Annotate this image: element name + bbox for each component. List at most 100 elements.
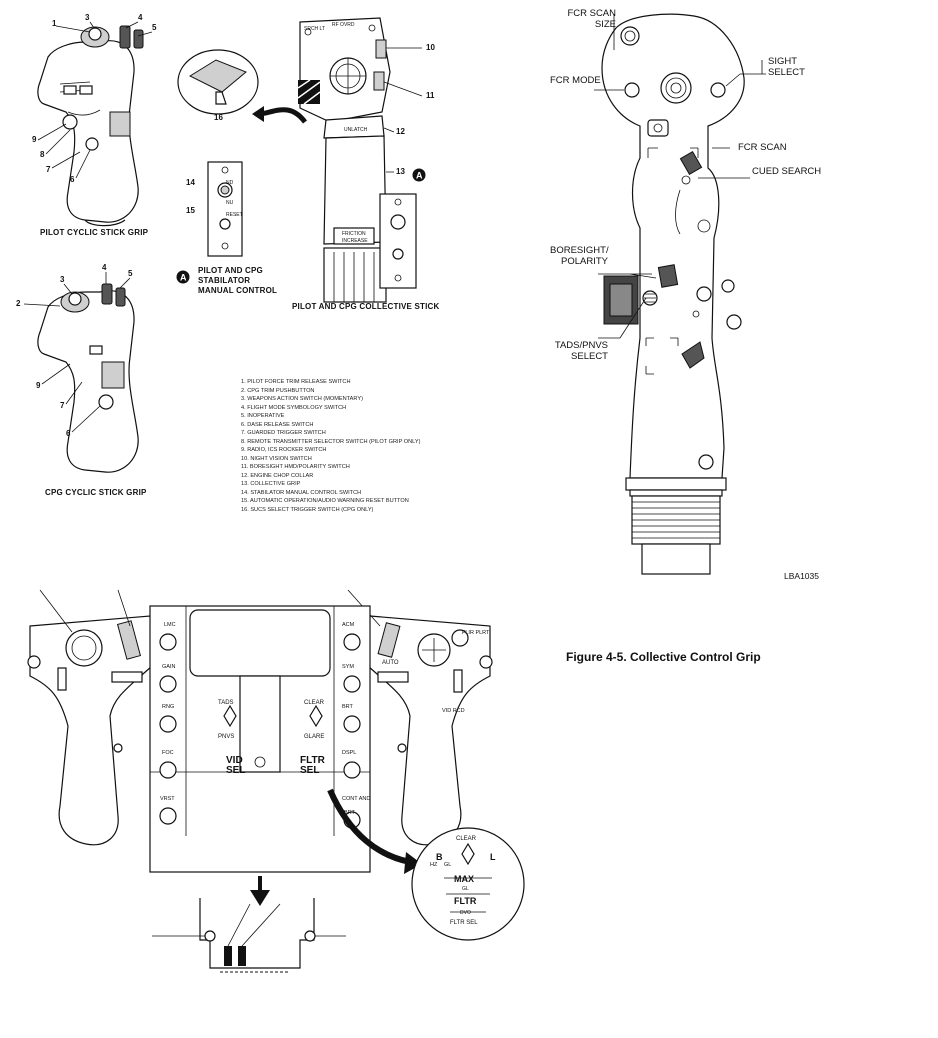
- svg-text:10: 10: [426, 43, 435, 52]
- vid-sel-label: VID SEL: [226, 755, 246, 776]
- pilot-cyclic-caption: PILOT CYCLIC STICK GRIP: [40, 228, 149, 237]
- collective-stab-panel-drawing: [379, 193, 417, 289]
- legend-item: 9. RADIO, ICS ROCKER SWITCH: [241, 447, 327, 453]
- callout-14: 14: [186, 178, 195, 187]
- legend-item: 3. WEAPONS ACTION SWITCH (MOMENTARY): [241, 396, 363, 402]
- brt-label: BRT: [342, 704, 353, 710]
- svg-text:13: 13: [396, 167, 405, 176]
- sym-label: SYM: [342, 664, 354, 670]
- inset-clear-label: CLEAR: [456, 836, 477, 842]
- foc-label: FOC: [162, 750, 174, 756]
- inset-gl-label: GL: [444, 862, 452, 868]
- pnvs-label: PNVS: [218, 734, 235, 740]
- inset-b-label: B: [436, 852, 443, 862]
- lmc-label: LMC: [164, 622, 176, 628]
- cpg-cyclic-caption: CPG CYCLIC STICK GRIP: [45, 488, 147, 497]
- friction-label: FRICTION: [342, 231, 366, 237]
- legend-item: 14. STABILATOR MANUAL CONTROL SWITCH: [241, 489, 362, 496]
- brt-label-2: BRT: [344, 810, 355, 816]
- legend-item: 5. INOPERATIVE: [241, 413, 285, 419]
- boresight-polarity-label: BORESIGHT/ POLARITY: [550, 245, 609, 267]
- svg-text:4: 4: [138, 13, 143, 22]
- cont-and-label: CONT AND: [342, 796, 371, 802]
- svg-text:4: 4: [102, 263, 107, 272]
- sight-select-label: SIGHT SELECT: [768, 56, 805, 78]
- dspl-label: DSPL: [342, 750, 357, 756]
- stab-nd-label: ND: [226, 180, 234, 186]
- gain-label: GAIN: [162, 664, 176, 670]
- legend-item: 13. COLLECTIVE GRIP: [241, 481, 301, 487]
- tads-pnvs-select-label: TADS/PNVS SELECT: [554, 340, 608, 362]
- collective-stick-caption: PILOT AND CPG COLLECTIVE STICK: [292, 302, 440, 311]
- svg-text:9: 9: [36, 381, 41, 390]
- legend-item: 4. FLIGHT MODE SYMBOLOGY SWITCH: [241, 404, 347, 411]
- inset-fltr-sel-label: FLTR SEL: [450, 920, 478, 926]
- svg-text:6: 6: [66, 429, 71, 438]
- collective-control-grip-drawing: [594, 13, 766, 575]
- inset-max-sub-label: GL: [462, 886, 469, 892]
- svg-text:1: 1: [52, 19, 57, 28]
- legend-item: 11. BORESIGHT HMD/POLARITY SWITCH: [241, 464, 350, 470]
- svg-text:7: 7: [46, 165, 51, 174]
- legend-item: 10. NIGHT VISION SWITCH: [241, 455, 312, 462]
- legend-item: 6. DASE RELEASE SWITCH: [241, 421, 314, 428]
- svg-text:3: 3: [85, 13, 90, 22]
- unlatch-label: UNLATCH: [344, 127, 368, 133]
- acm-label: ACM: [342, 622, 355, 628]
- fcr-scan-size-label: FCR SCAN SIZE: [567, 8, 616, 30]
- legend-item: 7. GUARDED TRIGGER SWITCH: [241, 430, 326, 436]
- stab-caption-3: MANUAL CONTROL: [198, 286, 278, 295]
- vrst-label: VRST: [160, 796, 175, 802]
- svg-text:5: 5: [128, 269, 133, 278]
- svg-text:8: 8: [40, 150, 45, 159]
- fltr-sel-label: FLTR SEL: [300, 755, 325, 776]
- collective-head-drawing: SRCH LT RF OVRD UNLATCH FRICTION INCREAS…: [297, 17, 435, 303]
- svg-text:16: 16: [214, 113, 223, 122]
- fcr-scan-label: FCR SCAN: [738, 142, 787, 153]
- left-column-switches: [159, 633, 177, 825]
- legend-item: 12. ENGINE CHOP COLLAR: [241, 472, 314, 479]
- vid-rcd-label: VID RCD: [442, 708, 465, 714]
- increase-label: INCREASE: [342, 238, 368, 244]
- stab-nu-label: NU: [226, 200, 234, 206]
- curved-arrow-to-zoom: [252, 106, 307, 124]
- svg-text:9: 9: [32, 135, 37, 144]
- svg-text:3: 3: [60, 275, 65, 284]
- svg-text:RF OVRD: RF OVRD: [332, 22, 355, 28]
- ref-code-label: LBA1035: [784, 571, 819, 581]
- tads-label: TADS: [218, 700, 234, 706]
- inset-l-label: L: [490, 852, 496, 862]
- cpg-cyclic-grip-drawing: 3 4 5 2 9 7 6: [16, 263, 139, 473]
- stab-caption-1: PILOT AND CPG: [198, 266, 263, 275]
- legend-item: 15. AUTOMATIC OPERATION/AUDIO WARNING RE…: [241, 498, 409, 504]
- marker-a-icon: A: [176, 270, 190, 284]
- figure-title: Figure 4-5. Collective Control Grip: [566, 650, 761, 664]
- sucs-trigger-zoom: 16: [177, 49, 259, 122]
- filter-select-zoom-inset: [411, 827, 525, 941]
- rng-label: RNG: [162, 704, 175, 710]
- fcr-mode-label: FCR MODE: [550, 75, 601, 86]
- bottom-detail-drawing: [152, 876, 346, 973]
- svg-text:A: A: [416, 171, 423, 181]
- svg-text:2: 2: [16, 299, 21, 308]
- legend-item: 8. REMOTE TRANSMITTER SELECTOR SWITCH (P…: [241, 438, 421, 445]
- svg-text:11: 11: [426, 91, 435, 100]
- cued-search-label: CUED SEARCH: [752, 166, 822, 177]
- svg-text:6: 6: [70, 175, 75, 184]
- glare-label: GLARE: [304, 734, 325, 740]
- stab-caption-2: STABILATOR: [198, 276, 251, 285]
- legend-item: 1. PILOT FORCE TRIM RELEASE SWITCH: [241, 379, 351, 385]
- legend-item: 2. CPG TRIM PUSHBUTTON: [241, 387, 315, 394]
- svg-text:SRCH LT: SRCH LT: [304, 26, 325, 32]
- stab-reset-label: RESET: [226, 212, 243, 218]
- svg-text:A: A: [180, 273, 187, 283]
- inset-max-label: MAX: [454, 874, 474, 884]
- auto-label: AUTO: [382, 660, 399, 666]
- clear-label: CLEAR: [304, 700, 325, 706]
- svg-text:5: 5: [152, 23, 157, 32]
- callout-15: 15: [186, 206, 195, 215]
- bottom-control-panel-drawing: [27, 589, 493, 874]
- inset-fltr-label: FLTR: [454, 896, 477, 906]
- inset-hz-label: HZ: [430, 862, 438, 868]
- legend-list: 1. PILOT FORCE TRIM RELEASE SWITCH 2. CP…: [241, 378, 571, 514]
